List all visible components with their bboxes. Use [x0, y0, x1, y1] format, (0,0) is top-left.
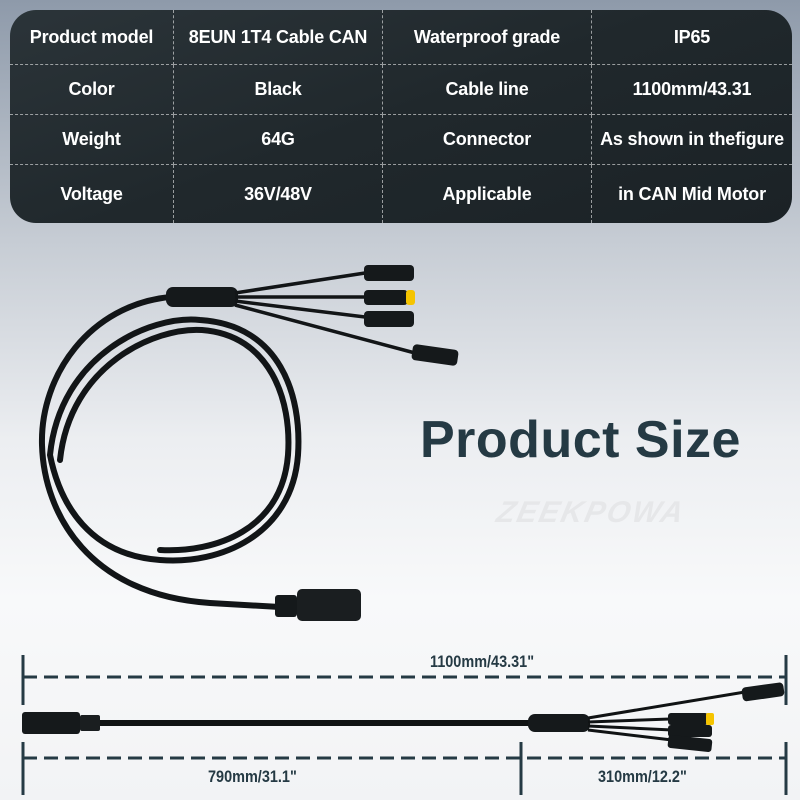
spec-value-applicable: in CAN Mid Motor [618, 183, 766, 204]
spec-label-product-model: Product model [10, 10, 174, 65]
yellow-connector-icon [406, 290, 415, 305]
branch-segment-label: 310mm/12.2" [598, 767, 687, 786]
dimension-diagram [21, 655, 788, 795]
spec-value-cable-line: 1100mm/43.31 [592, 65, 792, 115]
spec-value-weight: 64G [174, 115, 383, 165]
main-segment-label: 790mm/31.1" [208, 767, 297, 786]
spec-label-color: Color [10, 65, 174, 115]
spec-value-waterproof: IP65 [592, 10, 792, 65]
spec-label-connector: Connector [383, 115, 592, 165]
spec-label-waterproof: Waterproof grade [383, 10, 592, 65]
spec-value-product-model: 8EUN 1T4 Cable CAN [174, 10, 383, 65]
spec-label-applicable: Applicable [383, 165, 592, 223]
spec-label-voltage: Voltage [10, 165, 174, 223]
main-connector-icon [22, 712, 80, 734]
spec-value-color: Black [174, 65, 383, 115]
spec-value-connector: As shown in thefigure [592, 115, 792, 165]
cable-coil-image [38, 265, 459, 621]
brand-watermark: ZEEKPOWA [493, 496, 689, 529]
total-length-label: 1100mm/43.31" [430, 652, 535, 671]
spec-table: Product model 8EUN 1T4 Cable CAN Waterpr… [10, 10, 792, 223]
splitter-icon [166, 287, 238, 307]
page-title: Product Size [420, 411, 741, 469]
spec-value-voltage: 36V/48V [174, 165, 383, 223]
spec-label-weight: Weight [10, 115, 174, 165]
spec-label-cable-line: Cable line [383, 65, 592, 115]
